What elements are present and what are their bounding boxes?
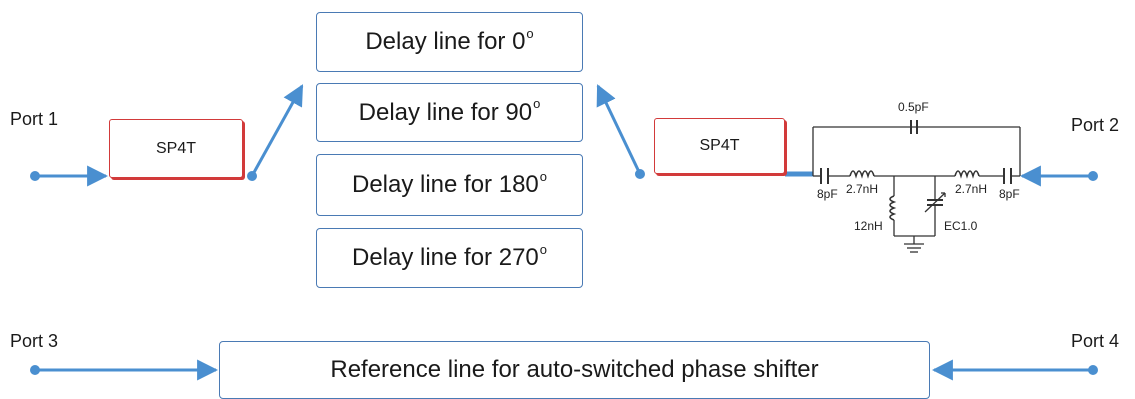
varactor-label: EC1.0 (944, 219, 978, 233)
port3-label: Port 3 (10, 331, 59, 351)
sp4t-right-label: SP4T (699, 137, 740, 154)
cap-left-label: 8pF (817, 187, 838, 201)
delay-line-90-label: Delay line for 90 (358, 98, 533, 126)
delay-line-270-label: Delay line for 270 (351, 244, 539, 271)
port1-terminal[interactable] (30, 171, 40, 181)
cap-top-label: 0.5pF (898, 100, 929, 114)
port2-terminal[interactable] (1088, 171, 1098, 181)
reference-line-label: Reference line for auto-switched phase s… (330, 356, 819, 383)
port4-terminal[interactable] (1088, 365, 1098, 375)
right-sp4t-input-node (635, 169, 645, 179)
port3-terminal[interactable] (30, 365, 40, 375)
wire-sp4t-to-delay (250, 84, 304, 177)
degree-symbol: o (539, 241, 547, 257)
sp4t-switch-right[interactable]: SP4T (654, 118, 785, 174)
wire-sp4t-right-to-delay (596, 84, 642, 175)
port4-label: Port 4 (1071, 331, 1120, 351)
cap-right-label: 8pF (999, 187, 1020, 201)
left-sp4t-output-node (247, 171, 257, 181)
sp4t-switch-left[interactable]: SP4T (109, 119, 243, 178)
port1-label: Port 1 (10, 109, 59, 129)
reference-line[interactable]: Reference line for auto-switched phase s… (219, 341, 930, 399)
ind-right-label: 2.7nH (955, 182, 988, 196)
delay-line-0-label: Delay line for 0 (365, 28, 526, 55)
matching-circuit-schematic (812, 120, 1021, 253)
delay-line-180-label: Delay line for 180 (351, 171, 539, 198)
sp4t-left-label: SP4T (155, 139, 196, 157)
degree-symbol: o (539, 168, 547, 184)
degree-symbol: o (533, 96, 541, 111)
port2-label: Port 2 (1071, 115, 1120, 135)
degree-symbol: o (526, 25, 534, 41)
ind-left-label: 2.7nH (846, 182, 879, 196)
ind-shunt-label: 12nH (854, 219, 883, 233)
